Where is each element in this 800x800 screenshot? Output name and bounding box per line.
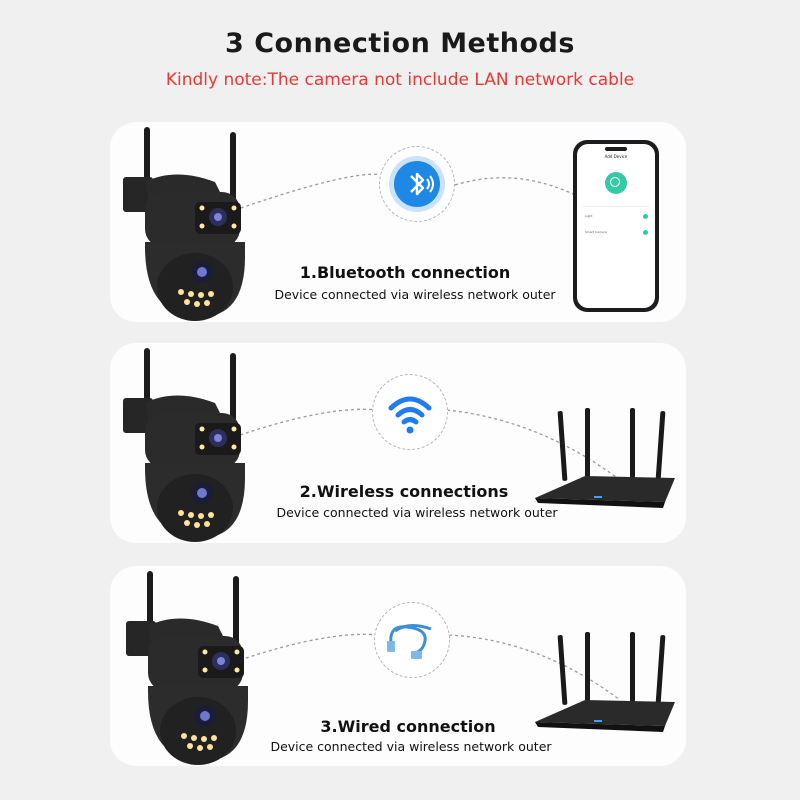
method-3-desc: Device connected via wireless network ou…	[270, 739, 552, 754]
phone-search-icon	[605, 172, 627, 194]
camera-image-1	[123, 127, 245, 321]
phone-item-2: Smart Camera	[585, 230, 607, 234]
phone-screen: Add Device Light Smart Camera	[577, 144, 655, 308]
phone-screen-title: Add Device	[604, 154, 628, 159]
method-1-title: 1.Bluetooth connection	[299, 263, 511, 282]
phone-item-2-add	[643, 230, 648, 235]
phone-item-1: Light	[585, 214, 593, 218]
camera-image-3	[126, 571, 248, 765]
method-1-desc: Device connected via wireless network ou…	[274, 287, 556, 302]
camera-image-2	[123, 348, 245, 542]
phone-notch	[605, 147, 627, 151]
network-cable-icon	[387, 624, 432, 659]
method-2-desc: Device connected via wireless network ou…	[276, 505, 558, 520]
page-note: Kindly note:The camera not include LAN n…	[165, 70, 635, 90]
method-2-title: 2.Wireless connections	[299, 482, 509, 501]
page-title: 3 Connection Methods	[225, 28, 575, 59]
method-3-title: 3.Wired connection	[320, 717, 496, 736]
router-image-1	[535, 408, 675, 508]
bluetooth-circle	[379, 146, 455, 222]
wifi-circle	[372, 374, 448, 450]
bluetooth-icon	[389, 156, 445, 212]
smartphone-image: Add Device Light Smart Camera	[573, 140, 659, 312]
router-image-2	[535, 632, 675, 732]
phone-item-1-add	[643, 214, 648, 219]
wifi-icon	[388, 396, 432, 434]
cable-circle	[374, 602, 450, 678]
